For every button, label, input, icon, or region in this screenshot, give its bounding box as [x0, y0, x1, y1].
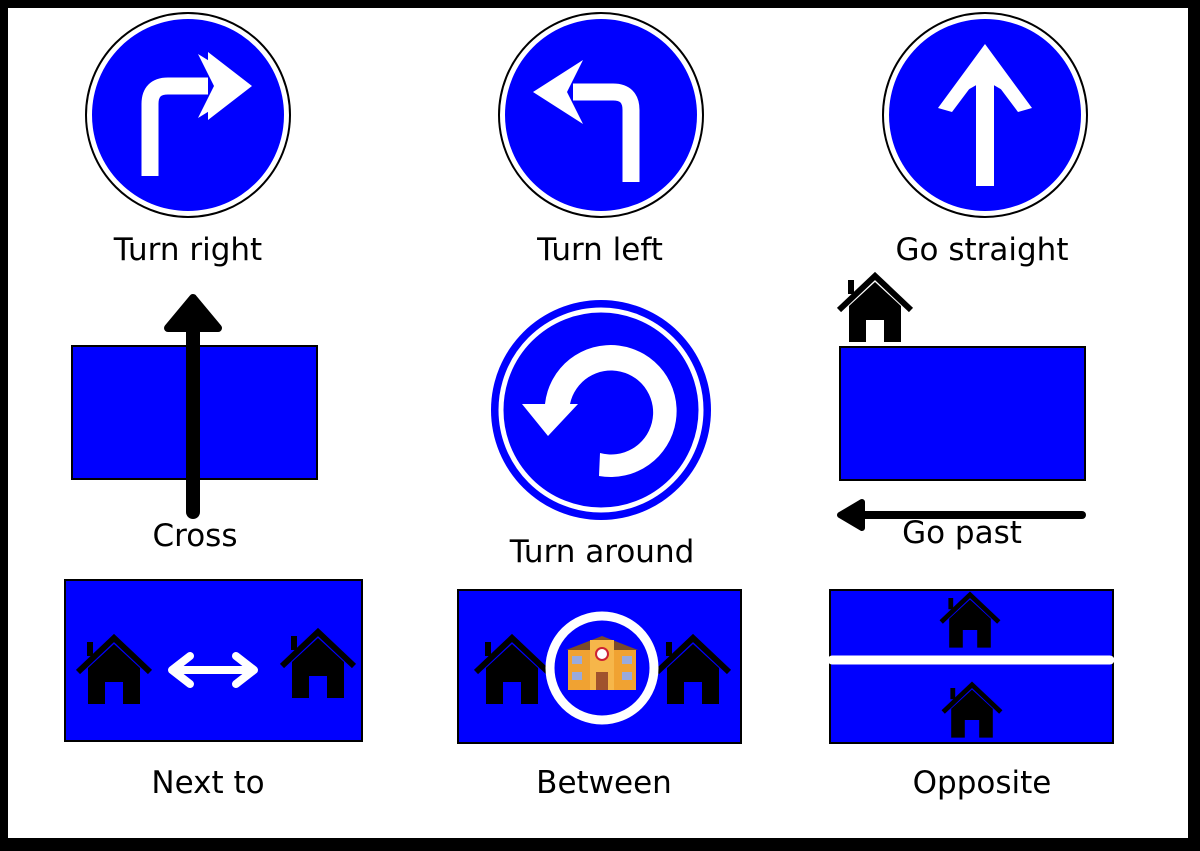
- turn-left-label: Turn left: [537, 232, 663, 268]
- turn-right-label: Turn right: [113, 232, 263, 268]
- cross-sign: [71, 294, 318, 519]
- cross-label: Cross: [152, 518, 238, 554]
- opposite-label: Opposite: [912, 765, 1052, 801]
- turn-right-arrow-icon: [141, 77, 208, 176]
- double-arrow-icon: [168, 652, 258, 688]
- between-label: Between: [536, 765, 672, 801]
- turn-left-arrow-icon: [573, 83, 640, 182]
- opposite-sign: [827, 589, 1115, 744]
- turn-right-sign: [85, 12, 291, 218]
- next-to-sign: [64, 579, 363, 742]
- next-to-label: Next to: [151, 765, 265, 801]
- school-icon: [566, 636, 638, 690]
- between-sign: [457, 589, 742, 744]
- up-arrow-icon: [976, 74, 994, 186]
- go-straight-sign: [882, 12, 1088, 218]
- turn-around-label: Turn around: [509, 534, 695, 570]
- go-past-sign: [839, 276, 1086, 531]
- turn-around-sign: [491, 300, 711, 520]
- turn-left-sign: [498, 12, 704, 218]
- go-straight-label: Go straight: [895, 232, 1069, 268]
- go-past-label: Go past: [902, 515, 1022, 551]
